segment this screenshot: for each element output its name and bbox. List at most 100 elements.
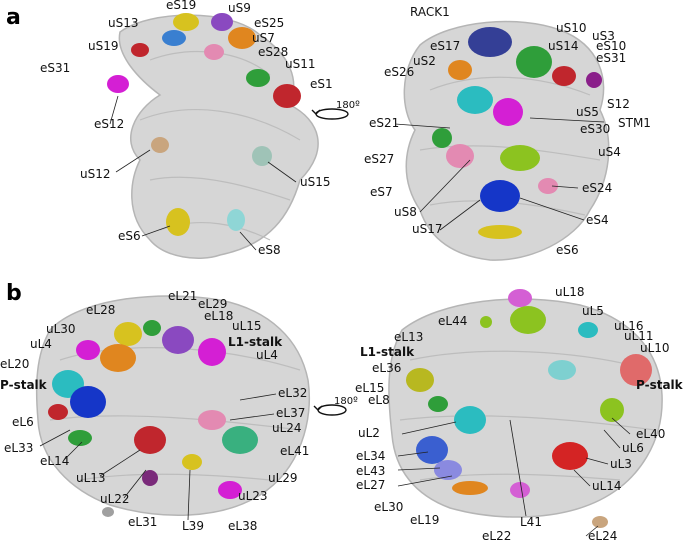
label-STM1: STM1 [618, 116, 651, 130]
label-P-stalk-right: P-stalk [636, 378, 684, 392]
label-eL28: eL28 [86, 303, 115, 317]
label-eL34: eL34 [356, 449, 385, 463]
label-eS17: eS17 [430, 39, 460, 53]
label-L1-stalk-left: L1-stalk [228, 335, 283, 349]
label-eS6: eS6 [118, 229, 141, 243]
label-RACK1: RACK1 [410, 5, 450, 19]
panel-b-right-labels: uL18 uL5 eL44 uL16 eL13 uL11 uL10 L1-sta… [355, 285, 684, 543]
label-uS9: uS9 [228, 1, 251, 15]
label-L39: L39 [182, 519, 204, 533]
label-uL2: uL2 [358, 426, 380, 440]
label-uS17: uS17 [412, 222, 443, 236]
label-eL37: eL37 [276, 406, 305, 420]
label-eL32: eL32 [278, 386, 307, 400]
label-eL29: eL29 [198, 297, 227, 311]
label-eL6: eL6 [12, 415, 34, 429]
label-eS21: eS21 [369, 116, 399, 130]
label-eL33: eL33 [4, 441, 33, 455]
label-eL13: eL13 [394, 330, 423, 344]
label-eL30: eL30 [374, 500, 403, 514]
label-L1-stalk-right: L1-stalk [360, 345, 415, 359]
panel-a-rotation-arrow-icon: 180º [311, 100, 360, 120]
panel-a-right-structure [403, 20, 610, 261]
label-uL6: uL6 [622, 441, 644, 455]
label-eL21: eL21 [168, 289, 197, 303]
label-eL19: eL19 [410, 513, 439, 527]
label-eS12: eS12 [94, 117, 124, 131]
label-eS25: eS25 [254, 16, 284, 30]
label-eL40: eL40 [636, 427, 665, 441]
label-uL4-left: uL4 [30, 337, 52, 351]
label-uL30: uL30 [46, 322, 76, 336]
label-uL22: uL22 [100, 492, 130, 506]
label-eS31: eS31 [596, 51, 626, 65]
label-uL29: uL29 [268, 471, 298, 485]
label-uS12: uS12 [80, 167, 111, 181]
label-uL23: uL23 [238, 489, 268, 503]
label-L41: L41 [520, 515, 542, 529]
panel-b-rotation-label: 180º [334, 396, 358, 407]
label-eS27: eS27 [364, 152, 394, 166]
label-uL11: uL11 [624, 329, 654, 343]
label-uS10: uS10 [556, 21, 587, 35]
label-uL24: uL24 [272, 421, 302, 435]
label-eL31: eL31 [128, 515, 157, 529]
label-eS28: eS28 [258, 45, 288, 59]
label-uS8: uS8 [394, 205, 417, 219]
label-uL5: uL5 [582, 304, 604, 318]
label-eS26: eS26 [384, 65, 414, 79]
panel-a-left-structure [107, 13, 319, 259]
label-eS10: eS10 [596, 39, 626, 53]
label-eL18: eL18 [204, 309, 233, 323]
label-eL8: eL8 [368, 393, 390, 407]
label-uS15: uS15 [300, 175, 331, 189]
label-eL24: eL24 [588, 529, 617, 543]
label-uL14: uL14 [592, 479, 622, 493]
label-eL36: eL36 [372, 361, 401, 375]
label-uL3: uL3 [610, 457, 632, 471]
label-uS13: uS13 [108, 16, 139, 30]
panel-b-rotation-arrow-icon: 180º [313, 396, 358, 416]
label-uS14: uS14 [548, 39, 579, 53]
label-eL27: eL27 [356, 478, 385, 492]
panel-a-rotation-label: 180º [336, 100, 360, 111]
label-P-stalk-left: P-stalk [0, 378, 48, 392]
label-eS24: eS24 [582, 181, 612, 195]
label-uS5: uS5 [576, 105, 599, 119]
panel-b-left-structure [35, 295, 311, 517]
label-eL44: eL44 [438, 314, 467, 328]
panel-a-letter: a [6, 5, 21, 30]
label-uS3: uS3 [592, 29, 615, 43]
label-uL18: uL18 [555, 285, 585, 299]
label-uS19: uS19 [88, 39, 119, 53]
label-eL22: eL22 [482, 529, 511, 543]
label-uS11: uS11 [285, 57, 316, 71]
label-eS31: eS31 [40, 61, 70, 75]
label-eL41: eL41 [280, 444, 309, 458]
panel-a-left-labels: eS19 uS9 uS13 eS25 uS7 uS19 eS28 uS11 eS… [40, 0, 333, 257]
label-uL4: uL4 [256, 348, 278, 362]
panel-a-right-labels: RACK1 uS10 uS3 eS17 uS14 eS10 uS2 eS31 e… [364, 5, 651, 257]
label-eL43: eL43 [356, 464, 385, 478]
label-uL13: uL13 [76, 471, 106, 485]
label-eL38: eL38 [228, 519, 257, 533]
label-uL15: uL15 [232, 319, 262, 333]
label-eL15: eL15 [355, 381, 384, 395]
label-eS30: eS30 [580, 122, 610, 136]
label-eS7: eS7 [370, 185, 393, 199]
panel-b-left-labels: eL21 eL28 eL29 eL18 uL30 uL15 uL4 L1-sta… [0, 289, 309, 533]
label-uS4: uS4 [598, 145, 621, 159]
label-eL14: eL14 [40, 454, 69, 468]
panel-b-right-structure [388, 289, 663, 528]
label-eS1: eS1 [310, 77, 333, 91]
label-eS4: eS4 [586, 213, 609, 227]
label-eL20: eL20 [0, 357, 29, 371]
label-S12: S12 [607, 97, 630, 111]
label-uS7: uS7 [252, 31, 275, 45]
panel-b-letter: b [6, 281, 22, 306]
label-uS2: uS2 [413, 54, 436, 68]
label-uL16: uL16 [614, 319, 644, 333]
label-eS19: eS19 [166, 0, 196, 12]
label-eS6: eS6 [556, 243, 579, 257]
